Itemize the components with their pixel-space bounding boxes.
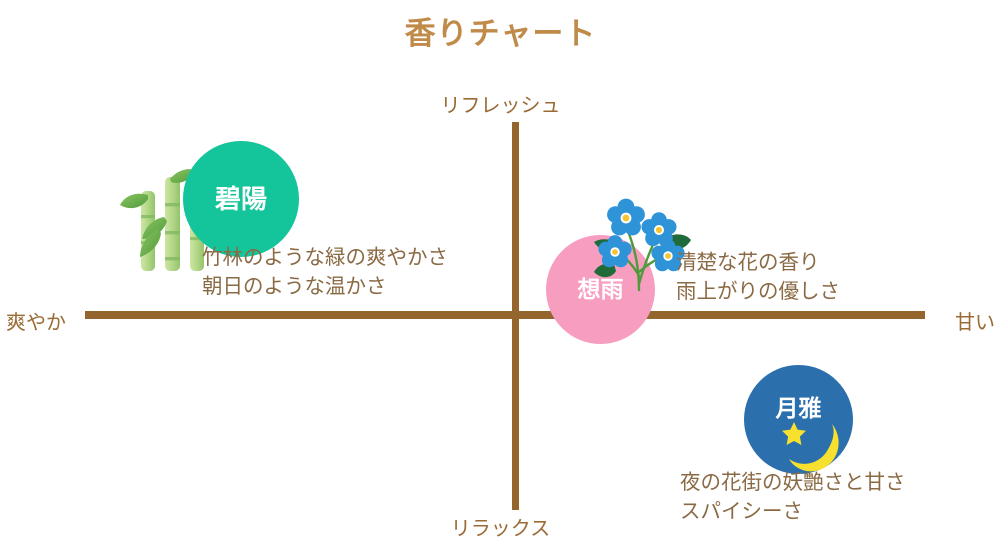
scent-description-line: 清楚な花の香り (676, 251, 820, 274)
scent-bubble-hekiyou[interactable]: 碧陽 (183, 141, 299, 257)
axis-label-bottom: リラックス (450, 518, 551, 540)
scent-description-hekiyou: 竹林のような緑の爽やかさ 朝日のような温かさ (202, 243, 448, 301)
scent-description-line: 朝日のような温かさ (202, 275, 387, 299)
crescent-moon-star-icon (780, 420, 842, 483)
scent-bubble-label: 想雨 (577, 276, 624, 302)
axis-label-right: 甘い (955, 312, 995, 334)
scent-description-line: 夜の花街の妖艶さと甘さ (680, 471, 906, 494)
scent-description-line: スパイシーさ (680, 500, 803, 524)
scent-description-getsuga: 夜の花街の妖艶さと甘さ スパイシーさ (680, 468, 906, 526)
page-title: 香りチャート (404, 16, 597, 51)
forget-me-not-flower-icon (592, 192, 692, 299)
scent-bubble-souu[interactable]: 想雨 (546, 235, 655, 344)
axis-label-top: リフレッシュ (440, 95, 561, 117)
scent-bubble-label: 碧陽 (214, 184, 267, 214)
vertical-axis (512, 122, 519, 510)
scent-description-line: 雨上がりの優しさ (676, 280, 840, 304)
horizontal-axis (85, 311, 925, 319)
scent-bubble-label: 月雅 (775, 395, 822, 421)
scent-description-line: 竹林のような緑の爽やかさ (202, 246, 448, 269)
axis-label-left: 爽やか (6, 312, 66, 334)
scent-description-souu: 清楚な花の香り 雨上がりの優しさ (676, 248, 840, 306)
